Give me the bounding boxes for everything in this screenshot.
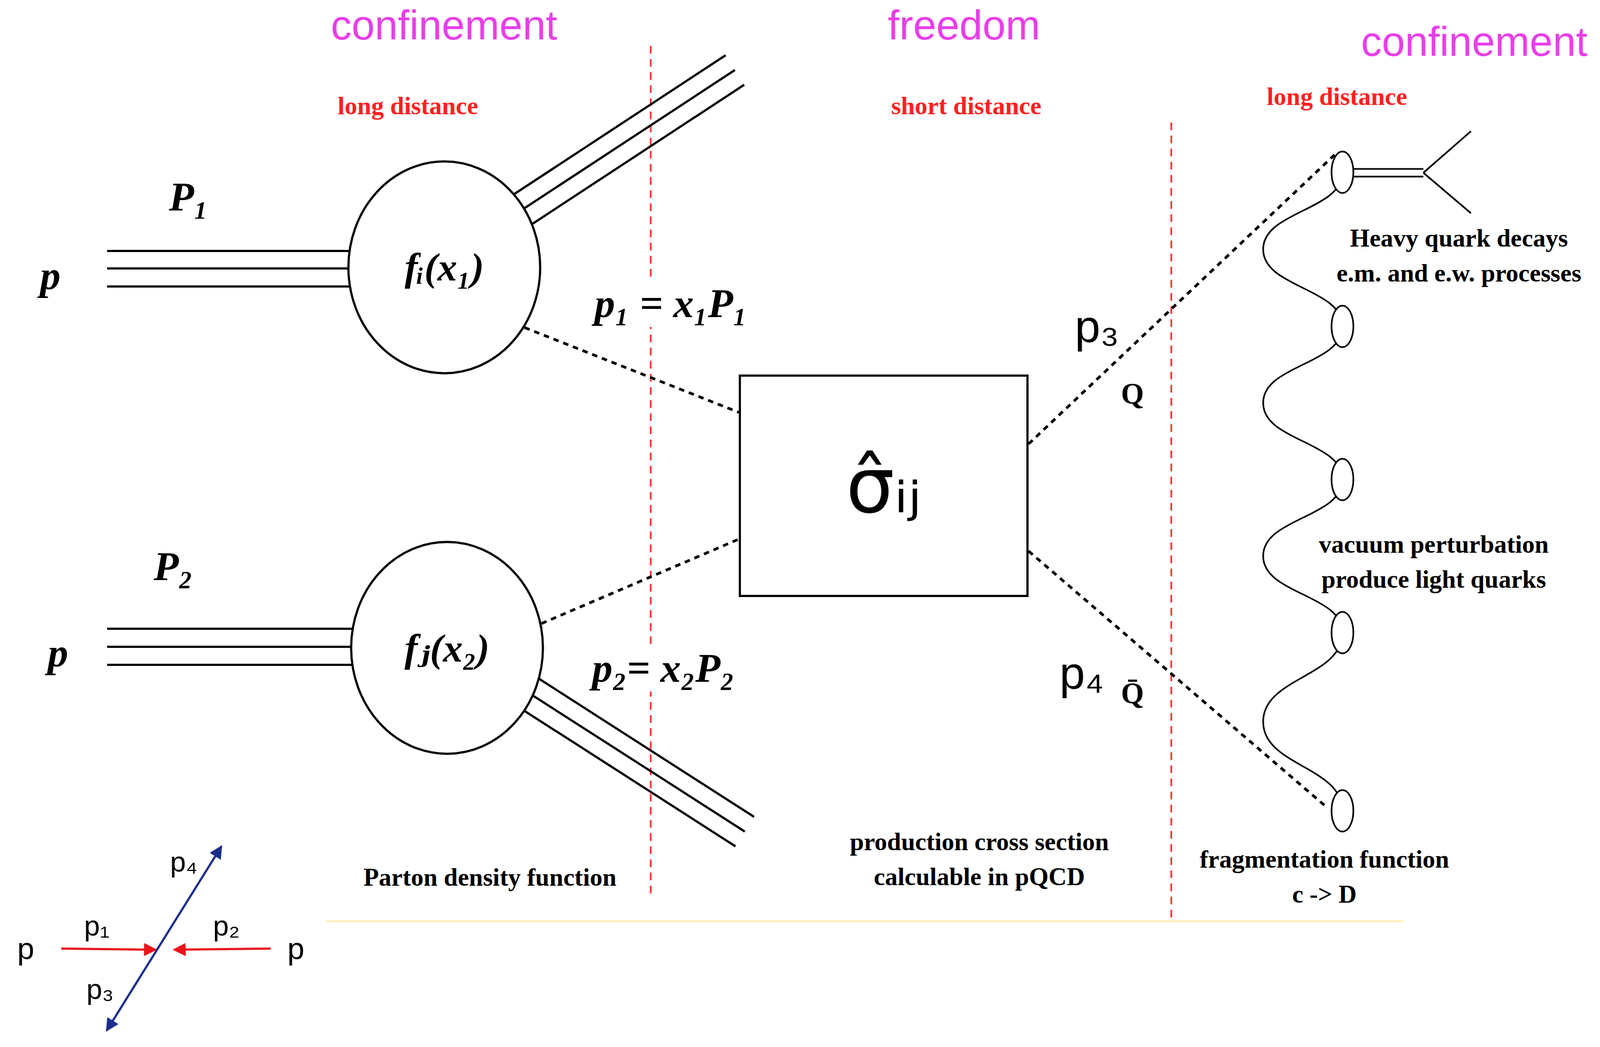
remnant-lines	[499, 55, 755, 847]
parton-line	[524, 327, 739, 413]
beam-arrow	[173, 948, 271, 950]
momentum-label: p₃	[1072, 300, 1122, 354]
quark-label: Q̄	[1118, 674, 1147, 713]
proton-lines	[107, 250, 383, 665]
momentum-label: p₃	[84, 973, 116, 1007]
parton-density-circle: fᵢ(x₁)	[347, 160, 542, 375]
scale-label: long distance	[335, 91, 481, 121]
section-caption: production cross section calculable in p…	[840, 824, 1119, 896]
parton-density-circle: fⱼ(x₂)	[349, 540, 545, 756]
particle-label: p	[37, 252, 63, 300]
region-divider	[1170, 122, 1173, 919]
node-text: fⱼ(x₂)	[404, 624, 490, 672]
momentum-label: p₄	[167, 845, 200, 879]
heavy-quark-lines	[1028, 152, 1337, 809]
final-state-arrow	[106, 846, 222, 1031]
momentum-label: p₂	[210, 909, 242, 943]
scale-label: long distance	[1264, 82, 1410, 112]
momentum-label: p₂= x₂P₂	[590, 644, 738, 692]
momentum-label: p₄	[1057, 646, 1106, 700]
section-caption: fragmentation function c -> D	[1193, 842, 1456, 913]
regime-heading: freedom	[885, 1, 1043, 49]
annotation: Heavy quark decays e.m. and e.w. process…	[1330, 220, 1587, 292]
momentum-label: P₁	[166, 173, 211, 221]
momentum-label: p₁ = x₁P₁	[592, 279, 750, 327]
parton-line	[541, 539, 739, 624]
section-caption: Parton density function	[361, 860, 620, 896]
particle-label: p	[284, 931, 307, 967]
annotation: vacuum perturbation produce light quarks	[1311, 527, 1557, 598]
beam-arrow	[61, 948, 156, 950]
node-text: σ̂ᵢⱼ	[845, 441, 922, 531]
scale-label: short distance	[889, 91, 1044, 121]
circle-outline	[351, 541, 543, 754]
particle-label: p	[14, 931, 37, 967]
decay-fork	[1353, 131, 1471, 214]
quark-label: Q	[1118, 374, 1147, 413]
region-divider	[650, 45, 652, 899]
regime-heading: confinement	[1358, 17, 1590, 66]
regime-heading: confinement	[328, 1, 560, 49]
circle-outline	[348, 161, 541, 373]
momentum-label: P₂	[151, 542, 196, 591]
particle-label: p	[45, 629, 71, 677]
node-text: fᵢ(x₁)	[404, 244, 484, 291]
baseline-rule	[326, 920, 1404, 923]
momentum-label: p₁	[82, 909, 112, 943]
cross-section-box: σ̂ᵢⱼ	[738, 374, 1029, 598]
